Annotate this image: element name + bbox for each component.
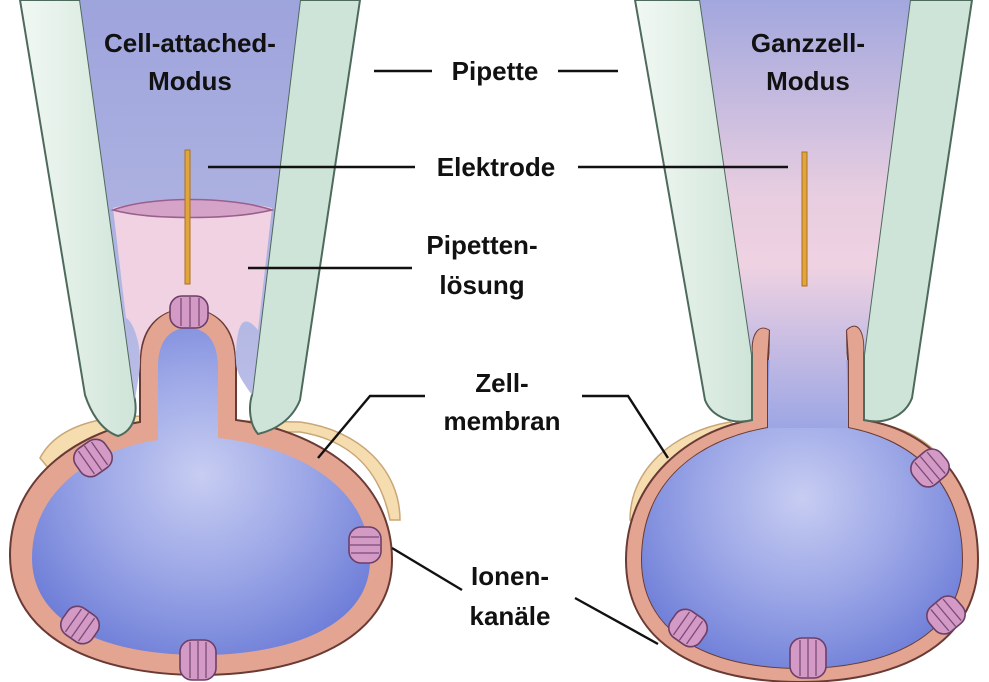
right-title-line2: Modus xyxy=(766,66,850,96)
electrode-left xyxy=(185,150,190,284)
electrode-right xyxy=(802,152,807,286)
channels-leader-left xyxy=(392,548,462,590)
label-solution-line1: Pipetten- xyxy=(426,230,537,260)
ion-channel-right-3 xyxy=(790,638,826,678)
label-membrane-line2: membran xyxy=(443,406,560,436)
label-channels-line2: kanäle xyxy=(470,601,551,631)
ion-channel-left-top xyxy=(170,296,208,328)
ion-channel-left-4 xyxy=(180,640,216,680)
right-title-line1: Ganzzell- xyxy=(751,28,865,58)
label-solution-line2: lösung xyxy=(439,270,524,300)
label-channels-line1: Ionen- xyxy=(471,561,549,591)
label-pipette: Pipette xyxy=(452,56,539,86)
whole-cell-panel: Ganzzell- Modus xyxy=(626,0,978,682)
left-title-line2: Modus xyxy=(148,66,232,96)
ion-channel-left-2 xyxy=(349,527,381,563)
label-electrode: Elektrode xyxy=(437,152,556,182)
left-title-line1: Cell-attached- xyxy=(104,28,276,58)
label-membrane-line1: Zell- xyxy=(475,368,528,398)
membrane-leader-right xyxy=(582,396,668,458)
membrane-leader-left xyxy=(318,396,425,458)
cell-attached-panel: Cell-attached- Modus xyxy=(10,0,400,680)
